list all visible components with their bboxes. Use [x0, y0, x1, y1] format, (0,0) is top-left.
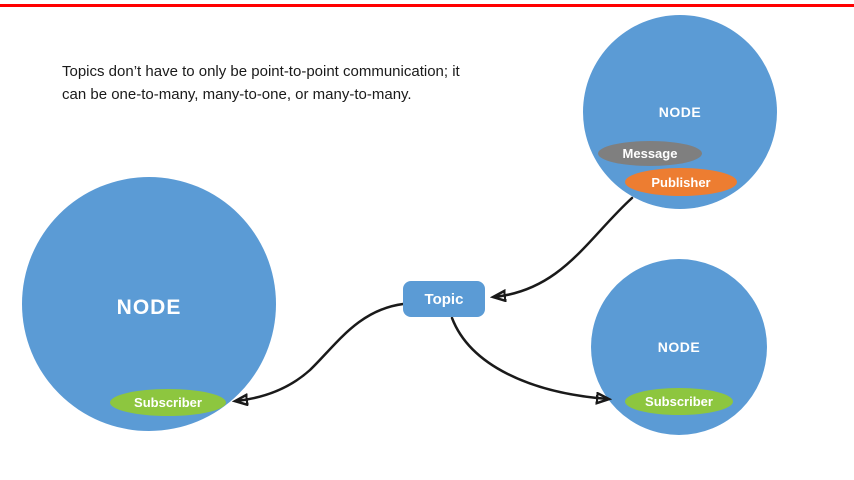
subscriber-badge-bottom-right: Subscriber [625, 388, 733, 415]
slide-caption: Topics don’t have to only be point-to-po… [62, 60, 502, 107]
arrow-publisher-to-topic [494, 196, 634, 297]
publisher-badge: Publisher [625, 168, 737, 196]
node-top-right-label: NODE [658, 104, 702, 120]
node-circle-top-right: NODE Message Publisher [583, 15, 777, 209]
subscriber-badge-left: Subscriber [110, 389, 226, 416]
node-circle-left: NODE Subscriber [22, 177, 276, 431]
arrow-topic-to-bottom-right-subscriber [450, 316, 608, 399]
node-bottom-right-label: NODE [657, 339, 701, 355]
node-circle-bottom-right: NODE Subscriber [591, 259, 767, 435]
message-badge: Message [598, 141, 702, 166]
caption-line-2: can be one-to-many, many-to-one, or many… [62, 86, 412, 104]
topic-box: Topic [403, 281, 485, 317]
node-left-label: NODE [116, 296, 182, 319]
video-progress-bar [0, 4, 854, 7]
caption-line-1: Topics don’t have to only be point-to-po… [62, 63, 460, 80]
